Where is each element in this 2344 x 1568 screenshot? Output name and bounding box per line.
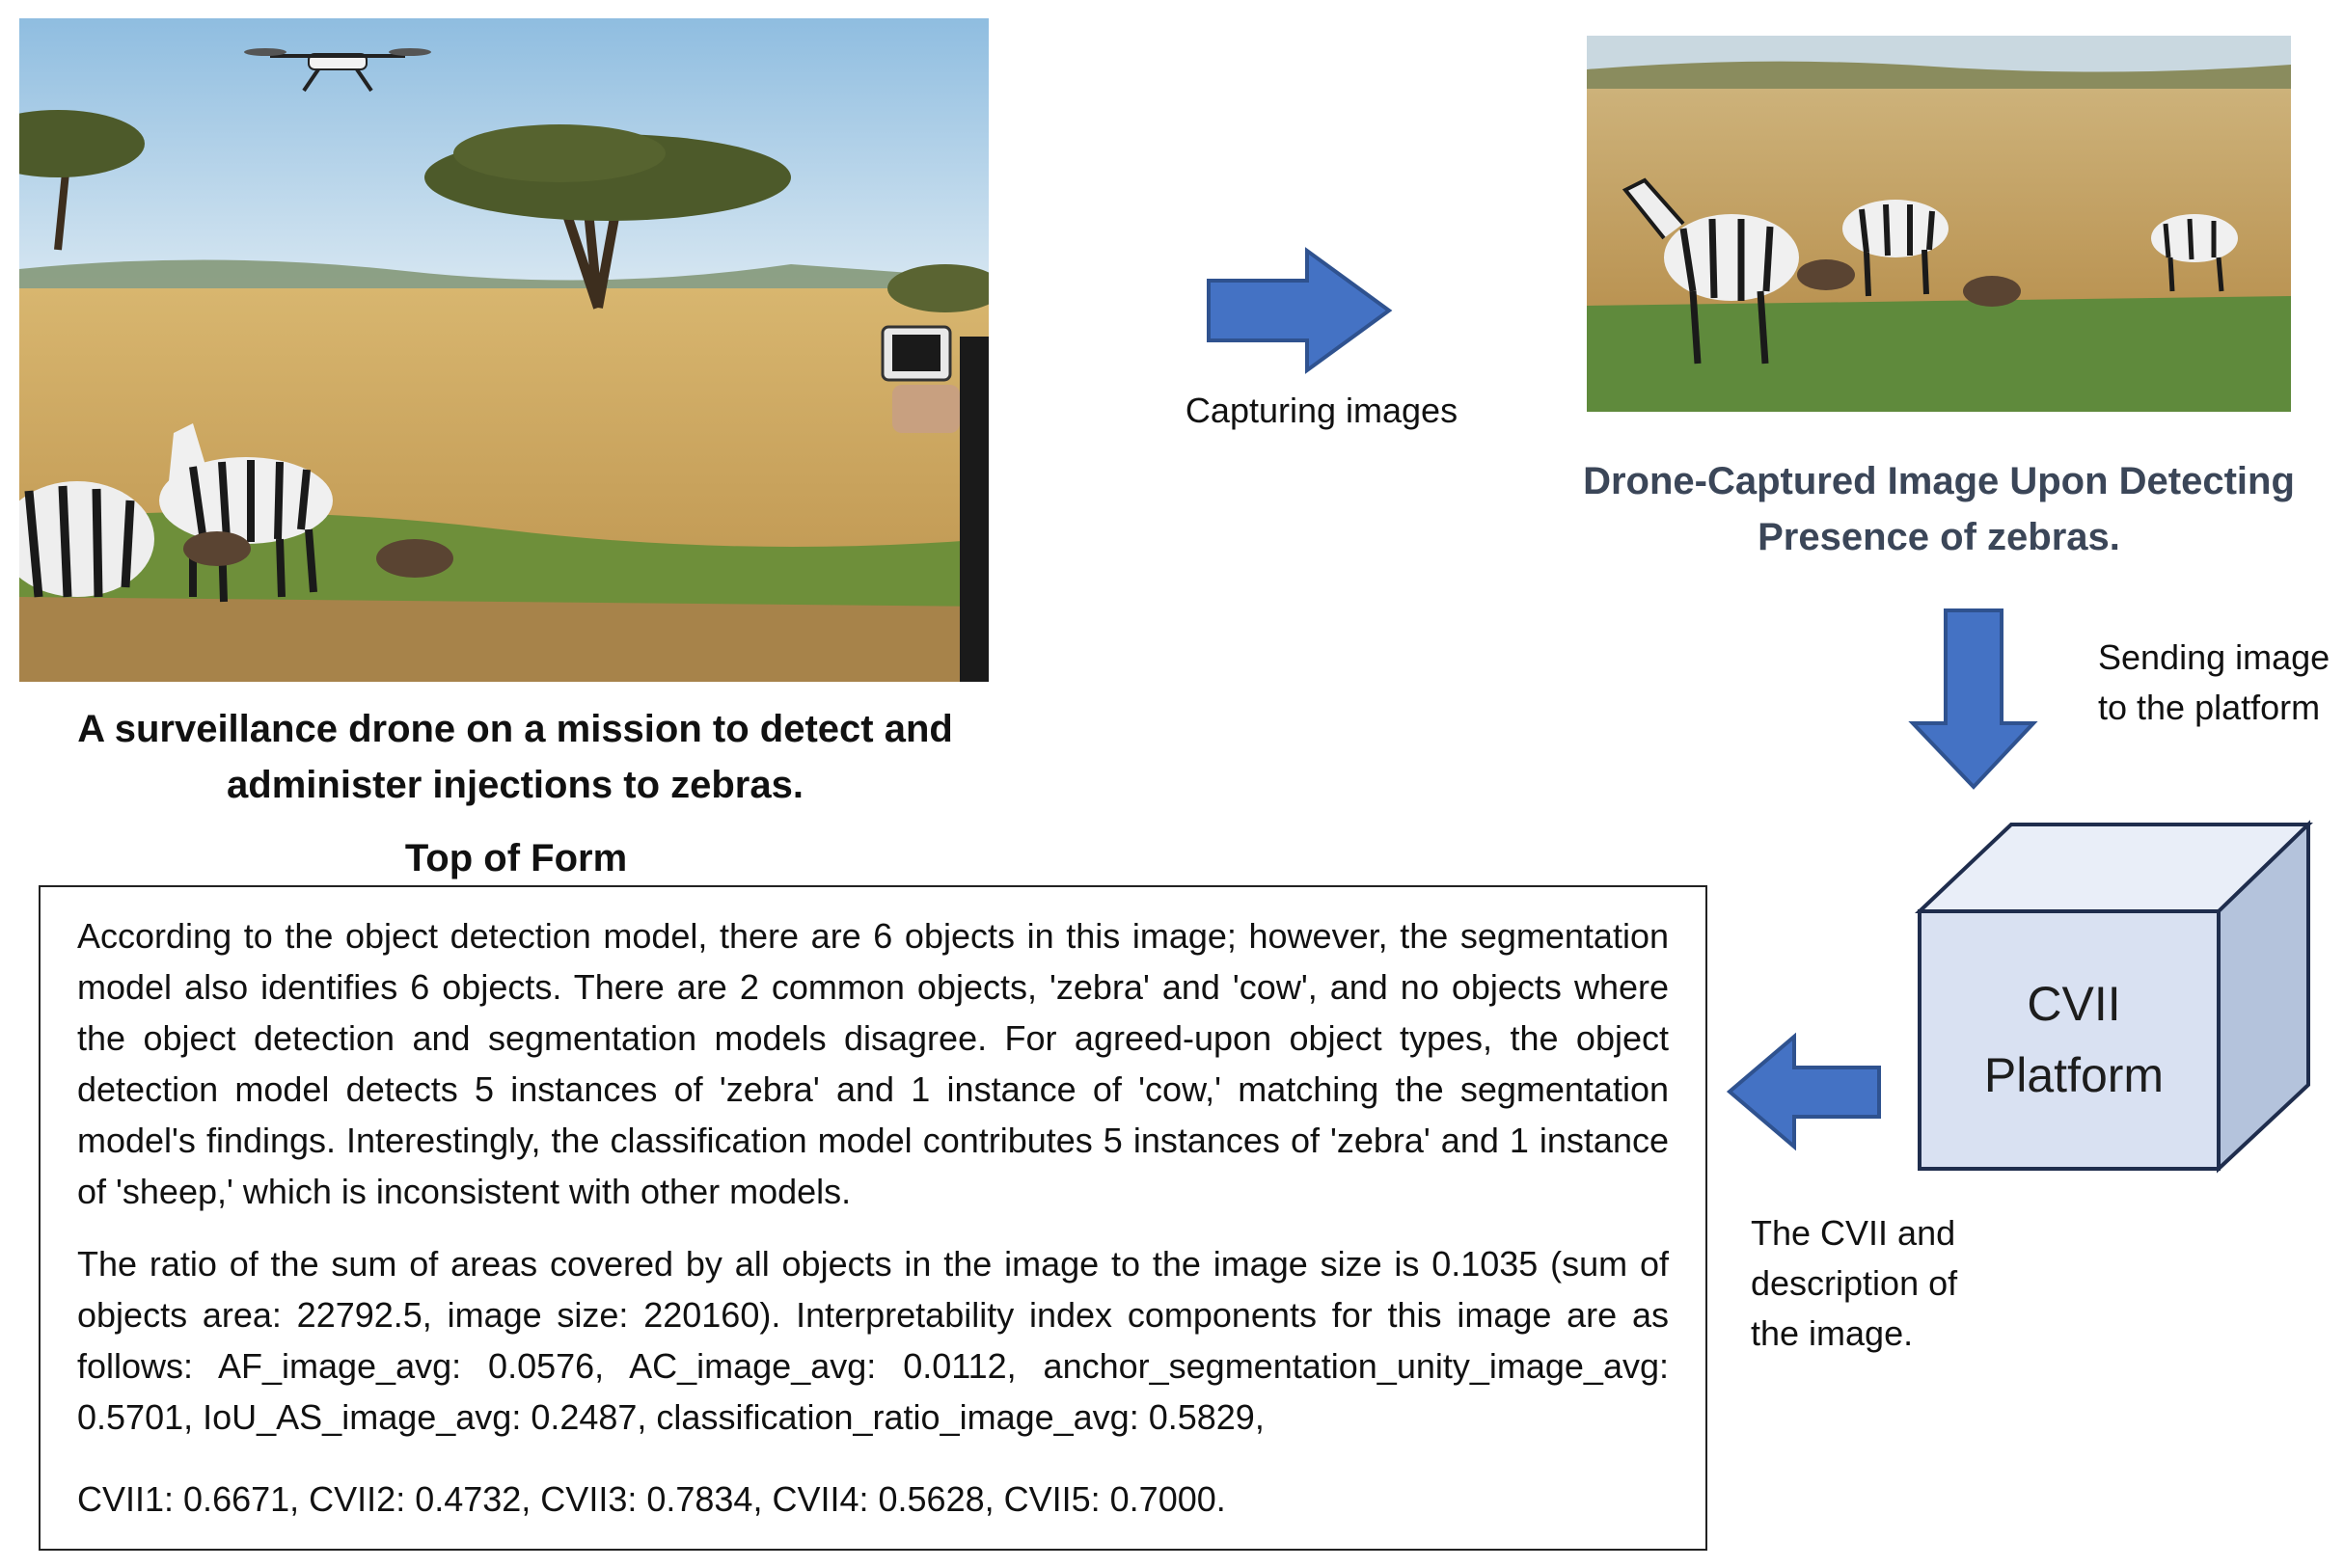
cvii-platform-label-line2: Platform bbox=[1983, 1048, 2165, 1102]
capturing-images-label: Capturing images bbox=[1185, 391, 1458, 430]
description-paragraph-3: CVII1: 0.6671, CVII2: 0.4732, CVII3: 0.7… bbox=[77, 1479, 1226, 1519]
returning-arrow-icon bbox=[1726, 1032, 1881, 1151]
cvii-description-label-line3: the image. bbox=[1751, 1313, 1914, 1353]
captured-image-caption-line1: Drone-Captured Image Upon Detecting bbox=[1583, 460, 2295, 502]
cvii-description-label-line1: The CVII and bbox=[1751, 1213, 1956, 1253]
description-paragraph-2: The ratio of the sum of areas covered by… bbox=[77, 1244, 1669, 1437]
drone-captured-zebra-photo bbox=[1587, 36, 2291, 412]
cvii-description-label-line2: description of bbox=[1751, 1263, 1958, 1303]
sending-arrow-icon bbox=[1908, 608, 2038, 790]
drone-scene-caption: A surveillance drone on a mission to det… bbox=[19, 701, 1011, 813]
sending-image-label-line2: to the platform bbox=[2098, 688, 2321, 727]
captured-image-caption-line2: Presence of zebras. bbox=[1758, 516, 2120, 558]
top-of-form-label: Top of Form bbox=[404, 837, 628, 879]
drone-scene-caption-line1: A surveillance drone on a mission to det… bbox=[77, 708, 953, 750]
description-paragraph-1: According to the object detection model,… bbox=[77, 916, 1669, 1211]
drone-scene-caption-line2: administer injections to zebras. bbox=[227, 764, 804, 806]
cvii-platform-label-line1: CVII bbox=[2027, 977, 2121, 1031]
sending-image-label-line1: Sending image bbox=[2098, 637, 2330, 677]
cvii-platform-label: CVII Platform bbox=[1920, 968, 2228, 1111]
cvii-platform-cube bbox=[1915, 820, 2313, 1174]
drone-scene-photo bbox=[19, 18, 989, 682]
captured-image-caption: Drone-Captured Image Upon Detecting Pres… bbox=[1543, 453, 2334, 565]
capturing-arrow-icon bbox=[1207, 247, 1393, 374]
cvii-description-label: The CVII and description of the image. bbox=[1751, 1208, 2002, 1359]
model-description-box: According to the object detection model,… bbox=[39, 885, 1707, 1551]
sending-image-label: Sending image to the platform bbox=[2098, 633, 2339, 733]
